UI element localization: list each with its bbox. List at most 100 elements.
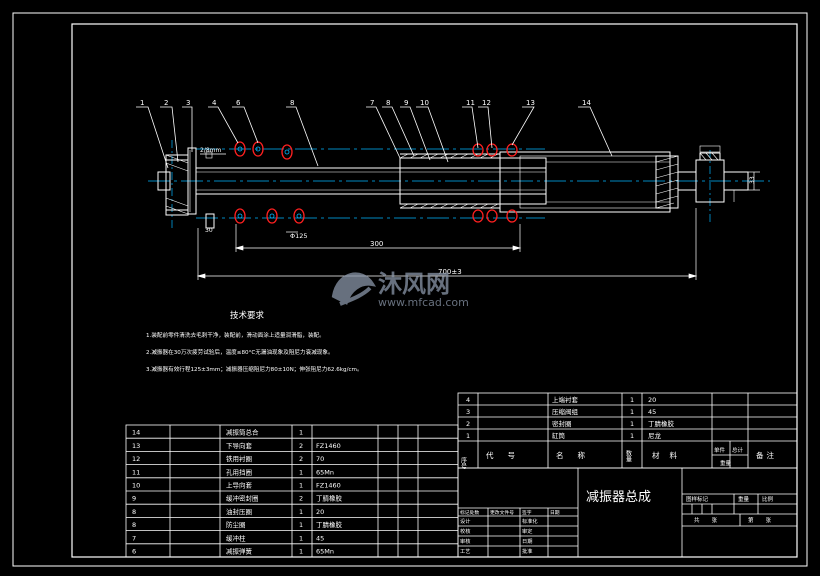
dim-right: 33 xyxy=(749,176,756,184)
upper-row-material: 尼龙 xyxy=(648,431,662,440)
lower-row-name: 缓冲柱 xyxy=(226,533,246,542)
lower-row-no: 7 xyxy=(132,534,136,542)
callout-number: 7 xyxy=(370,99,374,107)
tb-weight: 重量 xyxy=(738,495,750,503)
upper-row-name: 密封圈 xyxy=(552,419,572,428)
tb-sheet-no: 第张 xyxy=(748,516,783,524)
lower-row-name: 缓冲密封圈 xyxy=(226,494,259,503)
upper-row-qty: 1 xyxy=(630,432,634,440)
hdr-qty: 数量 xyxy=(625,449,632,463)
lower-row-no: 9 xyxy=(132,495,136,503)
callout-number: 8 xyxy=(290,99,294,107)
lower-row-name: 下导向套 xyxy=(226,441,253,450)
lower-row-no: 12 xyxy=(132,455,140,463)
upper-row-material: 45 xyxy=(648,408,656,416)
tb-left-header: 更改文件号 xyxy=(490,509,514,516)
tb-left-cell: 工艺 xyxy=(460,548,470,555)
callout-number: 8 xyxy=(386,99,390,107)
lower-row-qty: 1 xyxy=(299,429,303,437)
lower-row-name: 铁用衬圈 xyxy=(226,454,252,463)
dim-length-b: 700±3 xyxy=(438,268,462,276)
notes-title: 技术要求 xyxy=(230,310,265,321)
lower-row-material: 20 xyxy=(316,508,324,516)
lower-row-qty: 1 xyxy=(299,521,303,529)
upper-row-name: 缸筒 xyxy=(552,431,566,440)
upper-row-name: 压缩阀组 xyxy=(552,407,579,416)
hdr-unit-weight: 单件 xyxy=(714,446,726,454)
watermark-url: www.mfcad.com xyxy=(378,296,469,309)
assembly-drawing xyxy=(148,140,770,229)
hdr-total-weight: 总计 xyxy=(732,446,744,454)
coil-spring xyxy=(234,141,518,224)
upper-row-qty: 1 xyxy=(630,420,634,428)
tb-scale: 比例 xyxy=(762,495,774,503)
hdr-weight: 重量 xyxy=(720,459,732,467)
lower-row-material: 丁腈橡胶 xyxy=(316,520,343,529)
upper-row-no: 2 xyxy=(466,420,470,428)
notes-line-3: 3.减振器有效行程125±3mm；减振器压缩阻尼力80±10N；伸张阻尼力62.… xyxy=(146,365,363,373)
watermark-brand: 沐风网 xyxy=(378,270,450,298)
tb-left-cell: 日期 xyxy=(522,538,532,545)
lower-row-material: 丁腈橡胶 xyxy=(316,494,343,503)
lower-row-material: 65Mn xyxy=(316,548,334,556)
dimension-lines xyxy=(196,153,760,280)
lower-row-qty: 1 xyxy=(299,468,303,476)
lower-row-qty: 2 xyxy=(299,455,303,463)
inner-tube xyxy=(399,157,547,205)
lower-row-qty: 2 xyxy=(299,442,303,450)
lower-row-qty: 1 xyxy=(299,508,303,516)
notes-line-2: 2.减振器在30万次疲劳试验后，温度≤80°C无漏油现象及阻尼力衰减现象。 xyxy=(146,348,334,356)
watermark: 沐风网 www.mfcad.com xyxy=(331,270,469,309)
callout-number: 1 xyxy=(140,99,144,107)
tb-stage: 图样标记 xyxy=(686,495,709,503)
lower-row-no: 14 xyxy=(132,429,140,437)
upper-row-no: 3 xyxy=(466,408,470,416)
lower-row-material: 45 xyxy=(316,534,324,542)
lower-row-material: FZ1460 xyxy=(316,442,341,450)
hdr-mat: 材料 xyxy=(652,450,687,460)
upper-row-no: 1 xyxy=(466,432,470,440)
lower-row-no: 8 xyxy=(132,521,136,529)
tb-left-cell: 批准 xyxy=(522,547,532,555)
tb-left-cell: 设计 xyxy=(460,517,470,525)
callout-number: 12 xyxy=(482,99,491,107)
drawing-title: 减振器总成 xyxy=(586,490,651,505)
lower-row-name: 孔用挡圈 xyxy=(226,467,252,476)
lower-row-no: 10 xyxy=(132,482,140,490)
callout-number: 13 xyxy=(526,99,535,107)
tb-sheets-total: 共张 xyxy=(694,516,729,524)
lower-row-material: 70 xyxy=(316,455,324,463)
hdr-name: 名称 xyxy=(556,450,599,460)
upper-table-header: 序号 代号 名称 数量 材料 单件 总计 重量 备注 xyxy=(460,446,775,470)
callout-number: 10 xyxy=(420,99,429,107)
callout-number: 3 xyxy=(186,99,190,107)
lower-row-qty: 1 xyxy=(299,548,303,556)
watermark-logo-icon xyxy=(331,272,377,306)
outer-frame xyxy=(12,12,808,567)
upper-row-name: 上端衬套 xyxy=(552,395,579,404)
title-block-right: 图样标记 重量 比例 共张 第张 xyxy=(686,495,783,524)
callout-number: 4 xyxy=(212,99,217,107)
dim-small-left: 30 xyxy=(205,227,213,234)
tb-left-cell: 审定 xyxy=(522,527,532,535)
tb-left-cell: 审核 xyxy=(460,537,470,545)
callout-number: 6 xyxy=(236,99,241,107)
tb-left-header: 标记处数 xyxy=(460,509,479,516)
dim-top-left: 2/8mm xyxy=(200,147,222,154)
upper-row-qty: 1 xyxy=(630,396,634,404)
lower-row-no: 6 xyxy=(132,548,136,556)
leader-lines xyxy=(136,106,613,169)
lower-row-name: 油封压圈 xyxy=(226,507,252,516)
lower-row-qty: 1 xyxy=(299,482,303,490)
lower-row-material: 65Mn xyxy=(316,468,334,476)
lower-row-name: 防尘圈 xyxy=(226,520,246,529)
upper-row-material: 20 xyxy=(648,396,656,404)
lower-row-no: 13 xyxy=(132,442,140,450)
notes-line-1: 1.装配前零件清洗去毛刺干净，装配前，滑动面涂上适量润滑脂，装配。 xyxy=(146,331,325,339)
upper-row-qty: 1 xyxy=(630,408,634,416)
hdr-no: 序号 xyxy=(460,456,467,470)
lower-row-name: 减振筒总合 xyxy=(226,428,259,437)
